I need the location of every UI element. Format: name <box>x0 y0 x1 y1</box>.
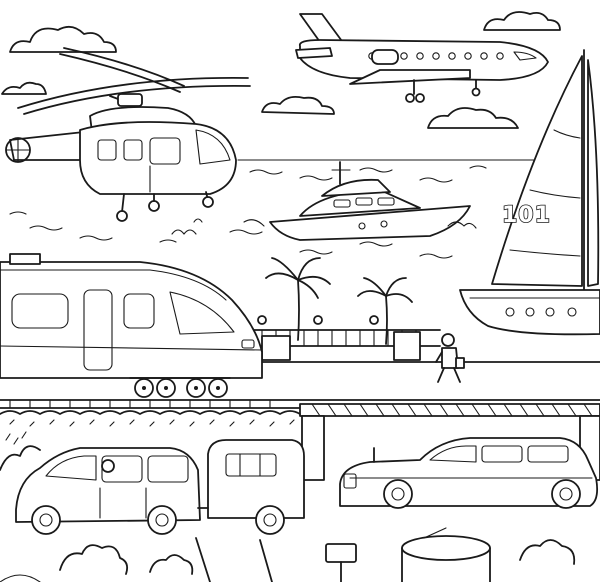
helicopter-windows <box>97 129 231 165</box>
limousine <box>339 437 599 509</box>
cloud <box>427 107 519 129</box>
street-sign <box>195 537 357 582</box>
bushes <box>0 539 576 582</box>
minivan <box>15 447 201 535</box>
hedge <box>0 410 301 471</box>
cloud <box>1 81 47 95</box>
cloud <box>261 95 335 115</box>
palm-tree <box>357 277 413 345</box>
sailboat: 101 <box>459 49 600 336</box>
cloud <box>483 11 561 31</box>
yacht <box>171 161 477 241</box>
caravan-trailer <box>197 439 305 535</box>
sail-number: 101 <box>502 203 551 228</box>
helicopter <box>5 47 251 222</box>
airplane <box>295 13 549 103</box>
sea-waves <box>9 159 581 259</box>
train <box>0 253 263 398</box>
promenade-fence <box>249 315 600 363</box>
fountain <box>401 527 491 582</box>
palm-tree <box>265 257 331 341</box>
cloud <box>9 25 117 53</box>
person-walking <box>435 333 465 383</box>
